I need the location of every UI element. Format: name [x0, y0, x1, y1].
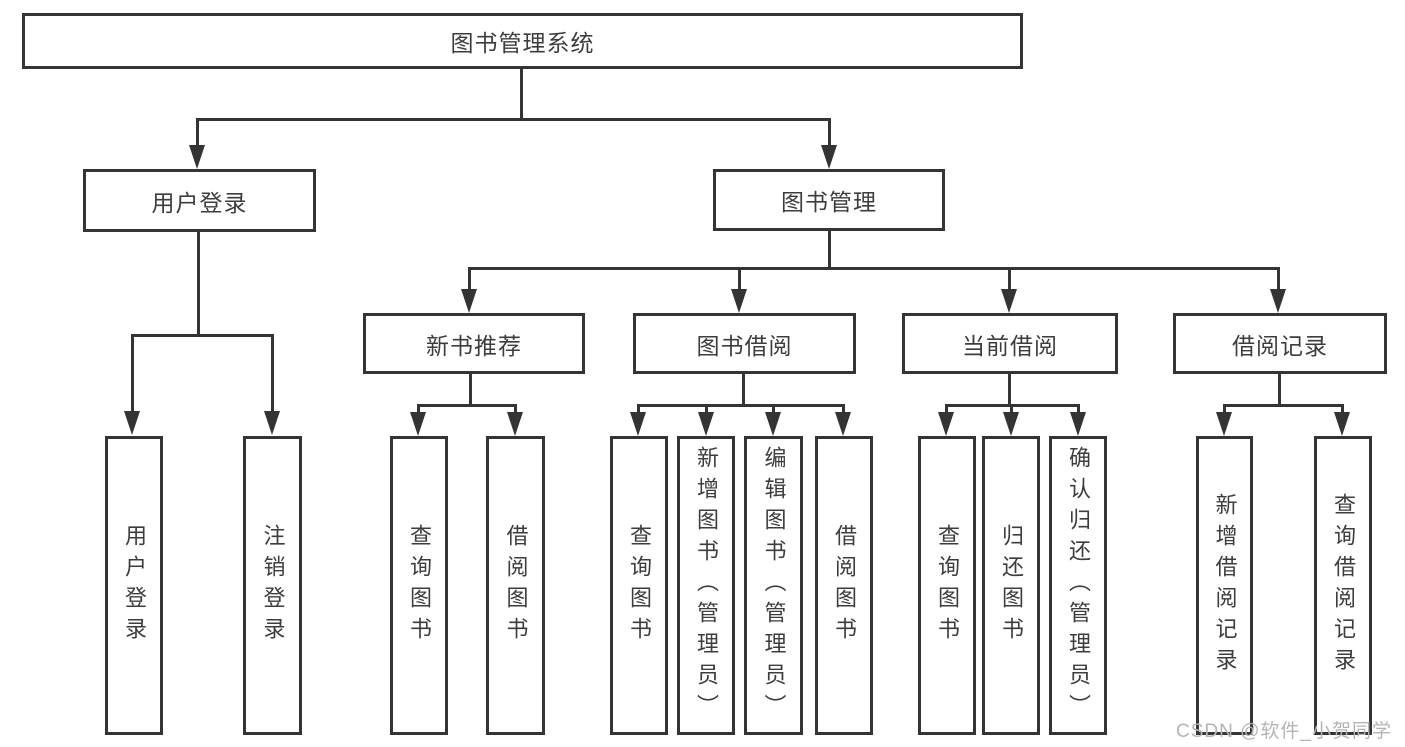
node-current-borrow-label: 当前借阅: [962, 332, 1058, 359]
node-borrow-records-label: 借阅记录: [1232, 332, 1328, 359]
arrowhead-icon: [938, 412, 954, 436]
node-root-label: 图书管理系统: [450, 30, 595, 56]
node-new-book-recommend-label: 新书推荐: [426, 332, 522, 359]
arrowhead-icon: [1216, 412, 1232, 436]
leaf-query-books-2: 查询图书: [610, 436, 668, 735]
leaf-borrow-books-2-label: 借阅图书: [832, 523, 857, 648]
connector-line: [945, 404, 948, 414]
connector-line: [468, 267, 1280, 270]
connector-line: [742, 374, 745, 407]
connector-line: [1341, 404, 1344, 414]
arrowhead-icon: [410, 412, 426, 436]
leaf-query-borrow-record-label: 查询借阅记录: [1331, 492, 1356, 679]
arrowhead-icon: [1334, 412, 1350, 436]
arrowhead-icon: [264, 411, 280, 435]
leaf-borrow-books-2: 借阅图书: [815, 436, 873, 735]
arrowhead-icon: [1270, 289, 1286, 313]
leaf-confirm-return-admin: 确认归还（管理员）: [1049, 436, 1107, 735]
node-root: 图书管理系统: [22, 13, 1023, 69]
leaf-add-borrow-record-label: 新增借阅记录: [1212, 492, 1238, 679]
leaf-query-books-3: 查询图书: [918, 436, 976, 735]
arrowhead-icon: [1070, 412, 1086, 436]
leaf-query-books-2-label: 查询图书: [627, 523, 652, 648]
connector-line: [417, 404, 420, 414]
leaf-borrow-books-1-label: 借阅图书: [503, 523, 529, 648]
connector-line: [197, 232, 200, 337]
arrowhead-icon: [124, 411, 140, 435]
connector-line: [468, 267, 471, 291]
connector-line: [514, 404, 517, 414]
leaf-logout: 注销登录: [243, 436, 302, 735]
arrowhead-icon: [461, 289, 477, 313]
leaf-add-borrow-record: 新增借阅记录: [1196, 436, 1253, 735]
leaf-query-books-1: 查询图书: [390, 436, 448, 735]
leaf-edit-books-admin-label: 编辑图书（管理员）: [761, 446, 787, 725]
leaf-user-login: 用户登录: [105, 436, 163, 735]
arrowhead-icon: [765, 412, 781, 436]
leaf-query-books-3-label: 查询图书: [935, 523, 960, 648]
connector-line: [271, 334, 274, 412]
node-user-login: 用户登录: [83, 169, 316, 232]
leaf-return-books-label: 归还图书: [999, 523, 1024, 648]
connector-line: [1277, 267, 1280, 291]
connector-line: [828, 118, 831, 148]
node-borrow-records: 借阅记录: [1173, 313, 1387, 374]
node-current-borrow: 当前借阅: [902, 313, 1118, 374]
leaf-add-books-admin-label: 新增图书（管理员）: [694, 446, 719, 725]
arrowhead-icon: [835, 412, 851, 436]
csdn-watermark: CSDN @软件_小贺同学: [1176, 721, 1392, 742]
connector-line: [637, 404, 845, 407]
connector-line: [842, 404, 845, 414]
leaf-edit-books-admin: 编辑图书（管理员）: [744, 436, 803, 735]
leaf-query-borrow-record: 查询借阅记录: [1314, 436, 1372, 735]
arrowhead-icon: [630, 412, 646, 436]
arrowhead-icon: [821, 145, 837, 169]
arrowhead-icon: [1003, 412, 1019, 436]
leaf-confirm-return-admin-label: 确认归还（管理员）: [1066, 446, 1091, 725]
arrowhead-icon: [189, 145, 205, 169]
connector-line: [520, 69, 523, 121]
node-book-borrow: 图书借阅: [633, 313, 856, 374]
connector-line: [1223, 404, 1344, 407]
connector-line: [469, 374, 472, 407]
connector-line: [196, 118, 831, 121]
arrowhead-icon: [1001, 289, 1017, 313]
node-book-management: 图书管理: [713, 169, 945, 231]
leaf-borrow-books-1: 借阅图书: [486, 436, 545, 735]
connector-line: [1077, 404, 1080, 414]
connector-line: [1008, 267, 1011, 291]
leaf-user-login-label: 用户登录: [122, 523, 147, 648]
connector-line: [196, 118, 199, 148]
arrowhead-icon: [731, 289, 747, 313]
connector-line: [1008, 374, 1011, 407]
connector-line: [131, 334, 134, 412]
arrowhead-icon: [698, 412, 714, 436]
connector-line: [1223, 404, 1226, 414]
arrowhead-icon: [507, 412, 523, 436]
connector-line: [1278, 374, 1281, 407]
leaf-return-books: 归还图书: [982, 436, 1040, 735]
connector-line: [828, 231, 831, 270]
connector-line: [738, 267, 741, 291]
connector-line: [417, 404, 517, 407]
leaf-add-books-admin: 新增图书（管理员）: [677, 436, 735, 735]
connector-line: [772, 404, 775, 414]
leaf-query-books-1-label: 查询图书: [407, 523, 432, 648]
connector-line: [131, 334, 274, 337]
connector-line: [1010, 404, 1013, 414]
connector-line: [637, 404, 640, 414]
connector-line: [705, 404, 708, 414]
node-book-borrow-label: 图书借阅: [696, 332, 793, 359]
node-new-book-recommend: 新书推荐: [363, 313, 585, 374]
node-book-management-label: 图书管理: [781, 189, 877, 215]
leaf-logout-label: 注销登录: [260, 523, 286, 648]
node-user-login-label: 用户登录: [151, 189, 248, 216]
